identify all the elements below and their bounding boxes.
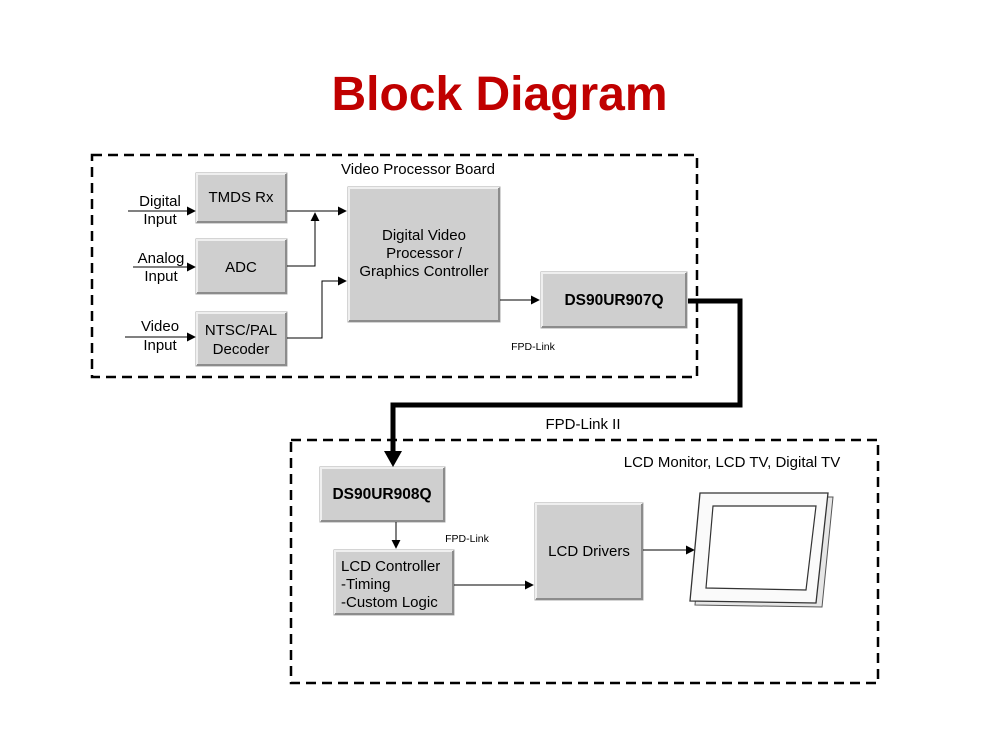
svg-text:Input: Input	[143, 211, 177, 228]
fpd-link-rx-label: FPD-Link	[445, 533, 490, 545]
svg-text:TMDS Rx: TMDS Rx	[209, 189, 274, 206]
fpd-link-ii-cable	[390, 298, 743, 452]
decoder-to-processor-connector	[287, 276, 347, 339]
svg-text:NTSC/PAL: NTSC/PAL	[205, 322, 277, 339]
svg-text:LCD Controller: LCD Controller	[341, 558, 440, 575]
lcd-drivers-block: LCD Drivers	[534, 502, 644, 601]
svg-text:DS90UR908Q: DS90UR908Q	[332, 486, 431, 503]
svg-text:LCD Drivers: LCD Drivers	[548, 543, 630, 560]
digital-input-label: Digital Input	[139, 193, 181, 228]
ntsc-pal-decoder-block: NTSC/PAL Decoder	[195, 311, 288, 367]
svg-text:Graphics Controller: Graphics Controller	[359, 263, 488, 280]
fpd-link-tx-label: FPD-Link	[511, 341, 556, 353]
analog-input-label: Analog Input	[138, 250, 185, 285]
svg-text:Digital: Digital	[139, 193, 181, 210]
fpd-link-ii-arrowhead	[384, 451, 402, 467]
svg-text:-Custom Logic: -Custom Logic	[341, 594, 438, 611]
svg-text:DS90UR907Q: DS90UR907Q	[564, 292, 663, 309]
digital-video-processor-block: Digital Video Processor / Graphics Contr…	[347, 186, 501, 323]
adc-to-processor-connector	[287, 212, 320, 267]
svg-text:Input: Input	[143, 337, 177, 354]
svg-text:Decoder: Decoder	[213, 341, 270, 358]
ds90ur907q-block: DS90UR907Q	[540, 271, 688, 329]
tmds-rx-block: TMDS Rx	[195, 172, 288, 224]
svg-text:Processor /: Processor /	[386, 245, 463, 262]
ds90ur908q-block: DS90UR908Q	[319, 466, 446, 523]
lcd-controller-block: LCD Controller -Timing -Custom Logic	[333, 549, 455, 616]
svg-text:-Timing: -Timing	[341, 576, 390, 593]
fpd-link-ii-label: FPD-Link II	[545, 416, 620, 433]
svg-text:Video: Video	[141, 318, 179, 335]
video-processor-board-label: Video Processor Board	[341, 161, 495, 178]
lcd-system-boundary	[289, 438, 880, 685]
video-input-label: Video Input	[141, 318, 179, 354]
adc-block: ADC	[195, 238, 288, 295]
video-processor-board-boundary	[90, 153, 699, 379]
lcd-panel-icon	[689, 492, 834, 608]
slide-title: Block Diagram	[331, 68, 668, 121]
svg-text:ADC: ADC	[225, 259, 257, 276]
svg-text:Analog: Analog	[138, 250, 185, 267]
lcd-system-label: LCD Monitor, LCD TV, Digital TV	[624, 454, 840, 471]
svg-text:Digital Video: Digital Video	[382, 227, 466, 244]
svg-text:Input: Input	[144, 268, 178, 285]
